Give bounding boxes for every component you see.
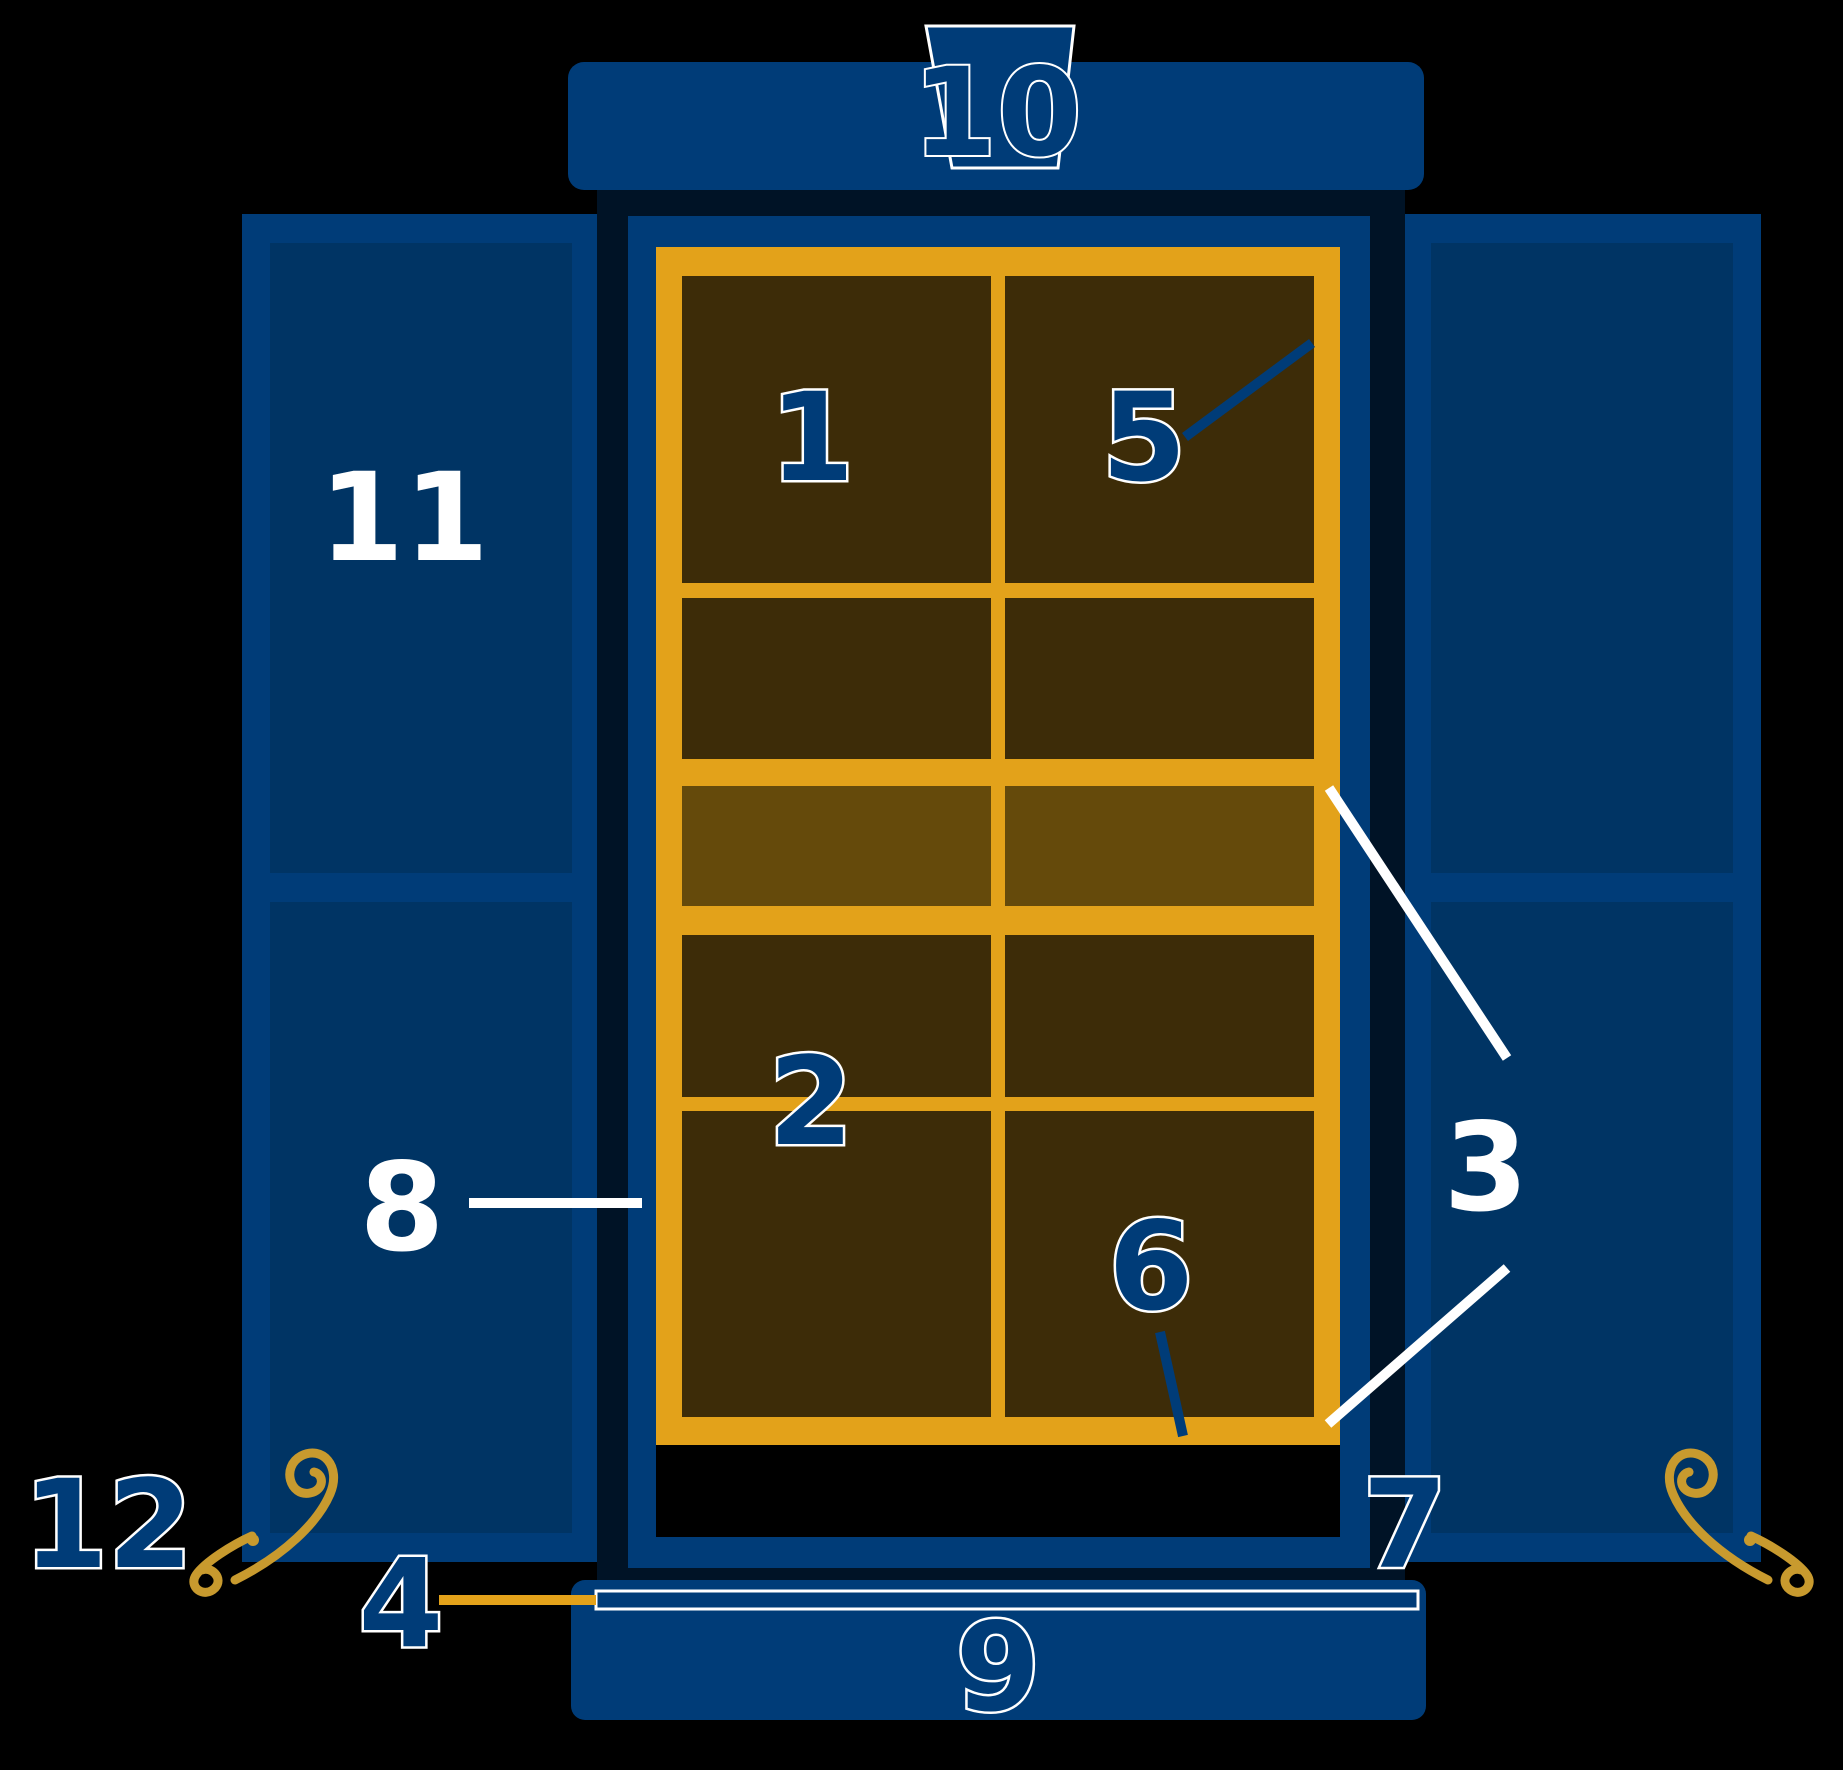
pane-row1-right	[1005, 276, 1314, 583]
right-shutter	[1403, 214, 1761, 1562]
label-10: 10	[912, 42, 1082, 184]
pane-row4-right	[1005, 935, 1314, 1097]
label-12: 12	[23, 1454, 193, 1596]
left-shutter-upper-panel	[270, 243, 572, 873]
label-11: 11	[319, 447, 489, 589]
leader-line-3-upper	[1324, 785, 1512, 1061]
left-hinge-icon	[189, 1448, 339, 1597]
lower-opening	[656, 1445, 1340, 1537]
pane-row5-right	[1005, 1111, 1314, 1417]
right-shutter-upper-panel	[1431, 243, 1733, 873]
label-3: 3	[1444, 1097, 1529, 1239]
glass-panes	[682, 276, 1314, 1417]
label-4: 4	[359, 1533, 444, 1675]
pane-row2-left	[682, 598, 991, 759]
pane-row3-right	[1005, 786, 1314, 906]
label-6: 6	[1109, 1196, 1194, 1338]
label-7: 7	[1363, 1454, 1448, 1596]
label-2: 2	[769, 1031, 854, 1173]
label-1: 1	[770, 367, 855, 509]
left-shutter-lower-panel	[270, 902, 572, 1533]
pane-row3-left	[682, 786, 991, 906]
pane-row1-left	[682, 276, 991, 583]
keystone	[924, 24, 1076, 170]
right-shutter-lower-panel	[1431, 902, 1733, 1533]
right-hinge-icon	[1664, 1448, 1814, 1597]
window-sill	[571, 1580, 1426, 1720]
label-8: 8	[360, 1137, 445, 1279]
pane-row4-left	[682, 935, 991, 1097]
pane-row2-right	[1005, 598, 1314, 759]
label-5: 5	[1102, 367, 1187, 509]
pane-row5-left	[682, 1111, 991, 1417]
leader-line-5	[1182, 338, 1315, 442]
label-9: 9	[956, 1597, 1041, 1739]
left-shutter	[242, 214, 600, 1562]
leader-line-6	[1155, 1330, 1188, 1438]
leader-line-3-lower	[1324, 1264, 1511, 1428]
